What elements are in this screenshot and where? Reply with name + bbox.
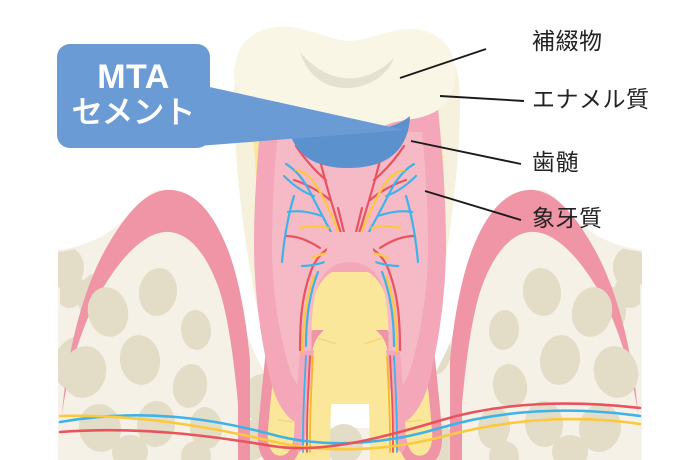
mandibular-canal [58,402,642,451]
leader-line-prosthesis [399,48,487,79]
restoration-groove-shadow [300,52,394,88]
mta-callout-tail [196,84,404,146]
pulp-inner [272,132,428,393]
leader-lines [399,48,525,221]
canal-nerve-line [58,414,642,451]
mta-cement-body [286,116,410,168]
mta-callout-group[interactable] [57,44,404,148]
canal-artery-line [58,402,642,450]
tooth-group [233,26,460,460]
bone-trabeculae-right [477,268,640,460]
mta-callout-box[interactable] [57,44,210,148]
leader-line-pulp [410,140,522,165]
leader-line-enamel [439,95,525,102]
leader-line-dentin [424,190,522,221]
